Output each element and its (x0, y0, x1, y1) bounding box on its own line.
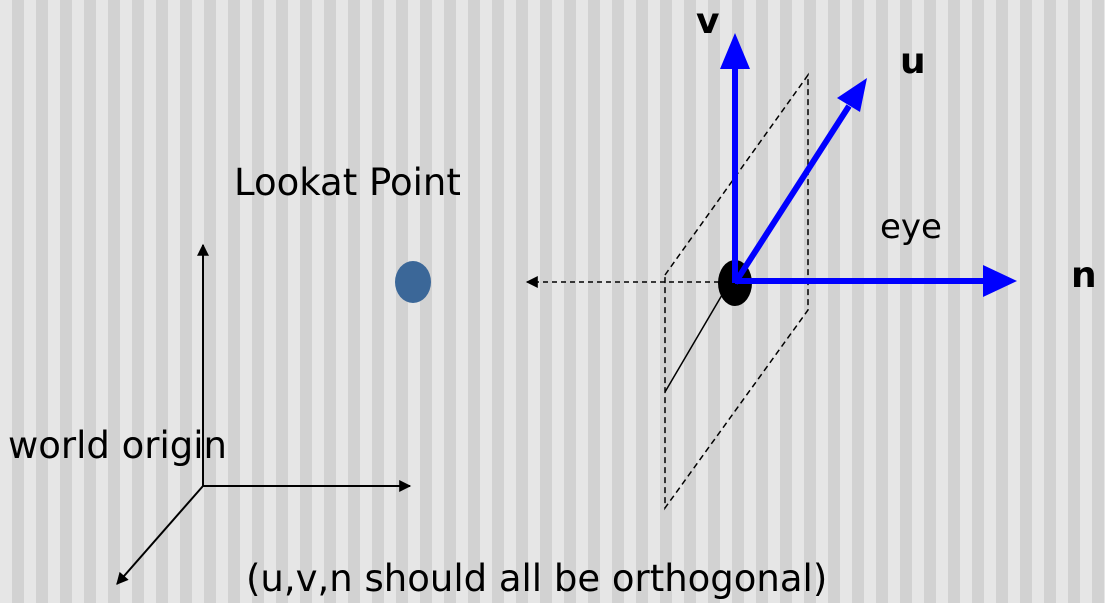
u-axis-arrow (732, 104, 852, 285)
world-axes (116, 243, 412, 585)
world-z-axis (116, 485, 204, 585)
camera-axes (720, 33, 1017, 297)
u-axis-label: u (900, 41, 926, 82)
u-axis-arrowhead (837, 78, 867, 112)
eye-label: eye (880, 207, 942, 247)
orthogonality-note: (u,v,n should all be orthogonal) (246, 557, 828, 600)
lookat-point-marker (395, 261, 431, 303)
plane-back-line (664, 294, 723, 393)
world-origin-label: world origin (8, 424, 227, 467)
n-axis-arrowhead (983, 265, 1017, 297)
v-axis-label: v (696, 1, 720, 42)
image-plane (664, 72, 809, 511)
v-axis-arrowhead (720, 33, 750, 69)
lookat-point-label: Lookat Point (234, 161, 461, 204)
n-axis-label: n (1071, 255, 1097, 296)
